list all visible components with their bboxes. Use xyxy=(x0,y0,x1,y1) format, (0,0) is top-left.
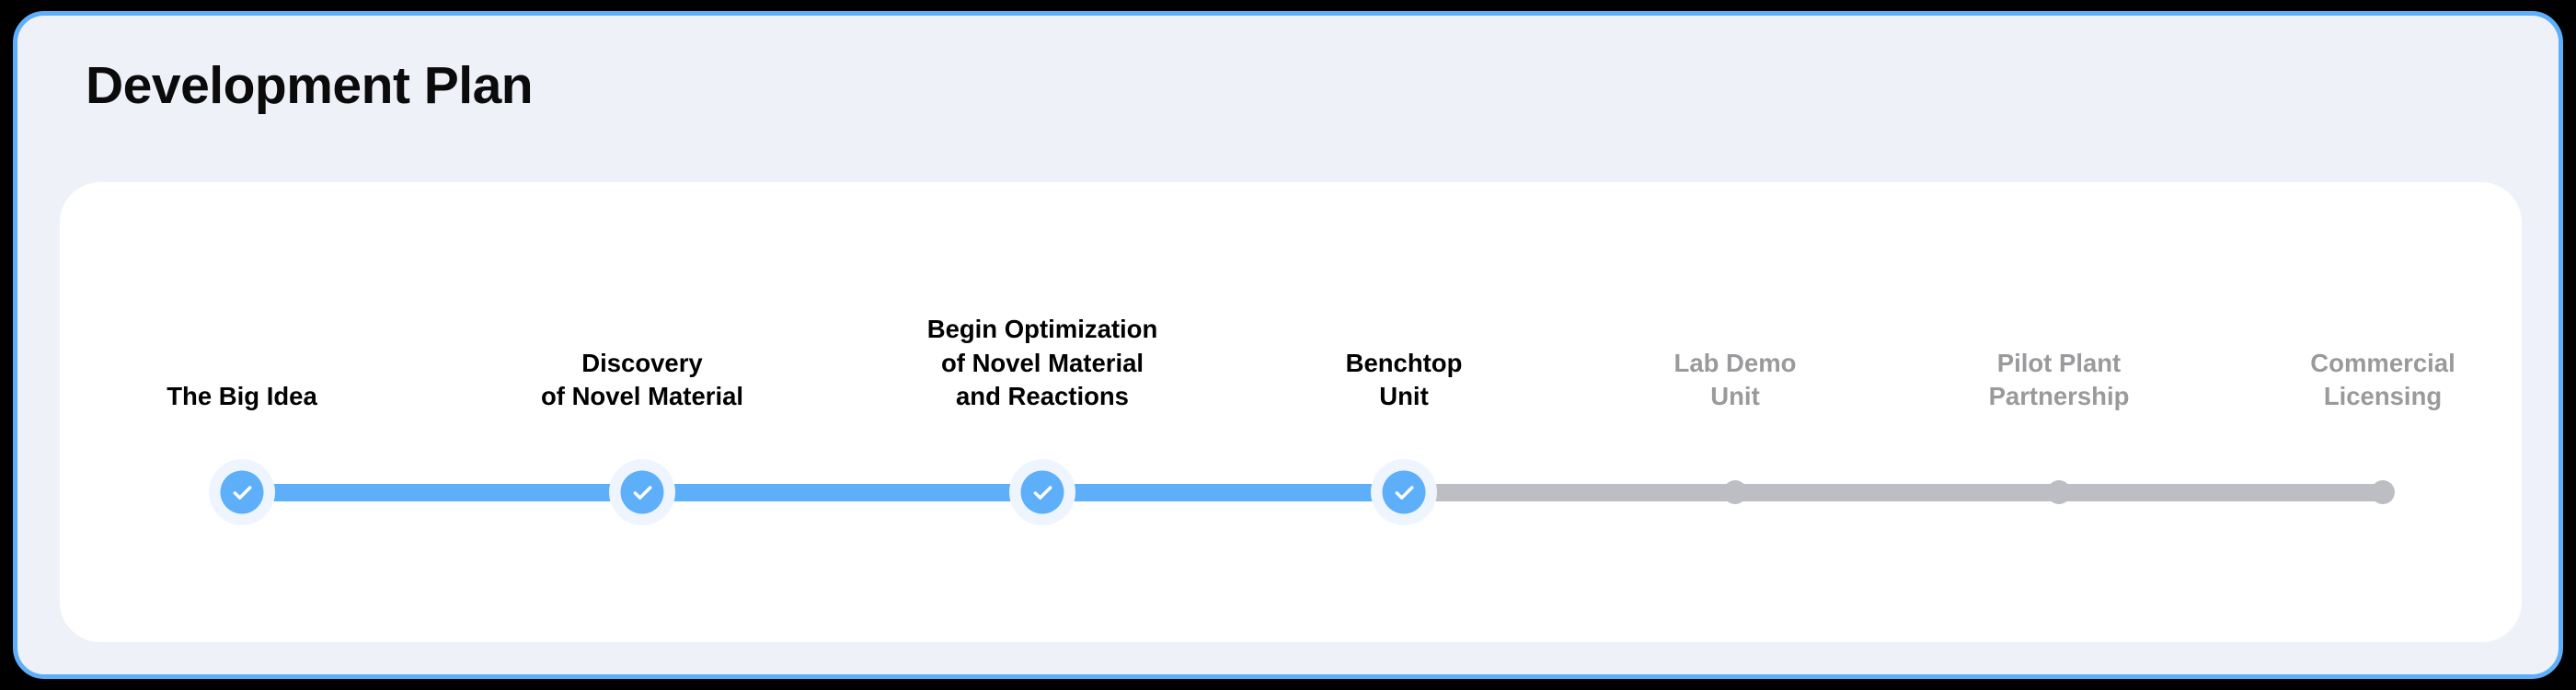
timeline-connector xyxy=(1042,484,1404,501)
timeline-step-label: Begin Optimization of Novel Material and… xyxy=(926,315,1158,411)
pending-step-dot[interactable] xyxy=(2371,480,2395,504)
timeline-step[interactable]: Begin Optimization of Novel Material and… xyxy=(886,182,1199,642)
timeline-step[interactable]: Commercial Licensing xyxy=(2226,182,2539,642)
progress-timeline: The Big Idea Discovery of Novel Material B… xyxy=(60,182,2522,642)
timeline-step[interactable]: Discovery of Novel Material xyxy=(486,182,799,642)
timeline-step-label: Pilot Plant Partnership xyxy=(1988,348,2130,411)
timeline-step-label: The Big Idea xyxy=(167,382,317,411)
pending-step-dot[interactable] xyxy=(2047,480,2071,504)
timeline-connector xyxy=(642,484,1042,501)
timeline-step-label: Lab Demo Unit xyxy=(1673,348,1797,411)
page-title: Development Plan xyxy=(86,56,534,115)
timeline-connector xyxy=(1735,484,2059,501)
timeline-step-label: Benchtop Unit xyxy=(1345,348,1463,411)
check-icon xyxy=(1395,485,1413,500)
pending-step-dot[interactable] xyxy=(1723,480,1747,504)
timeline-card: The Big Idea Discovery of Novel Material B… xyxy=(60,182,2522,642)
check-icon xyxy=(633,485,651,500)
timeline-connector xyxy=(2059,484,2383,501)
check-icon xyxy=(233,485,251,500)
timeline-step[interactable]: The Big Idea xyxy=(86,182,398,642)
timeline-step[interactable]: Pilot Plant Partnership xyxy=(1903,182,2215,642)
completed-step-dot[interactable] xyxy=(1020,470,1064,514)
timeline-step-label: Commercial Licensing xyxy=(2310,348,2455,411)
check-icon xyxy=(1033,485,1052,500)
completed-step-dot[interactable] xyxy=(1382,470,1426,514)
timeline-connector xyxy=(242,484,642,501)
app-frame: Development Plan The Big Idea Discovery o… xyxy=(13,11,2563,679)
timeline-step[interactable]: Benchtop Unit xyxy=(1248,182,1560,642)
timeline-step-label: Discovery of Novel Material xyxy=(540,348,744,411)
completed-step-dot[interactable] xyxy=(220,470,264,514)
timeline-step[interactable]: Lab Demo Unit xyxy=(1579,182,1892,642)
timeline-connector xyxy=(1404,484,1735,501)
completed-step-dot[interactable] xyxy=(620,470,664,514)
